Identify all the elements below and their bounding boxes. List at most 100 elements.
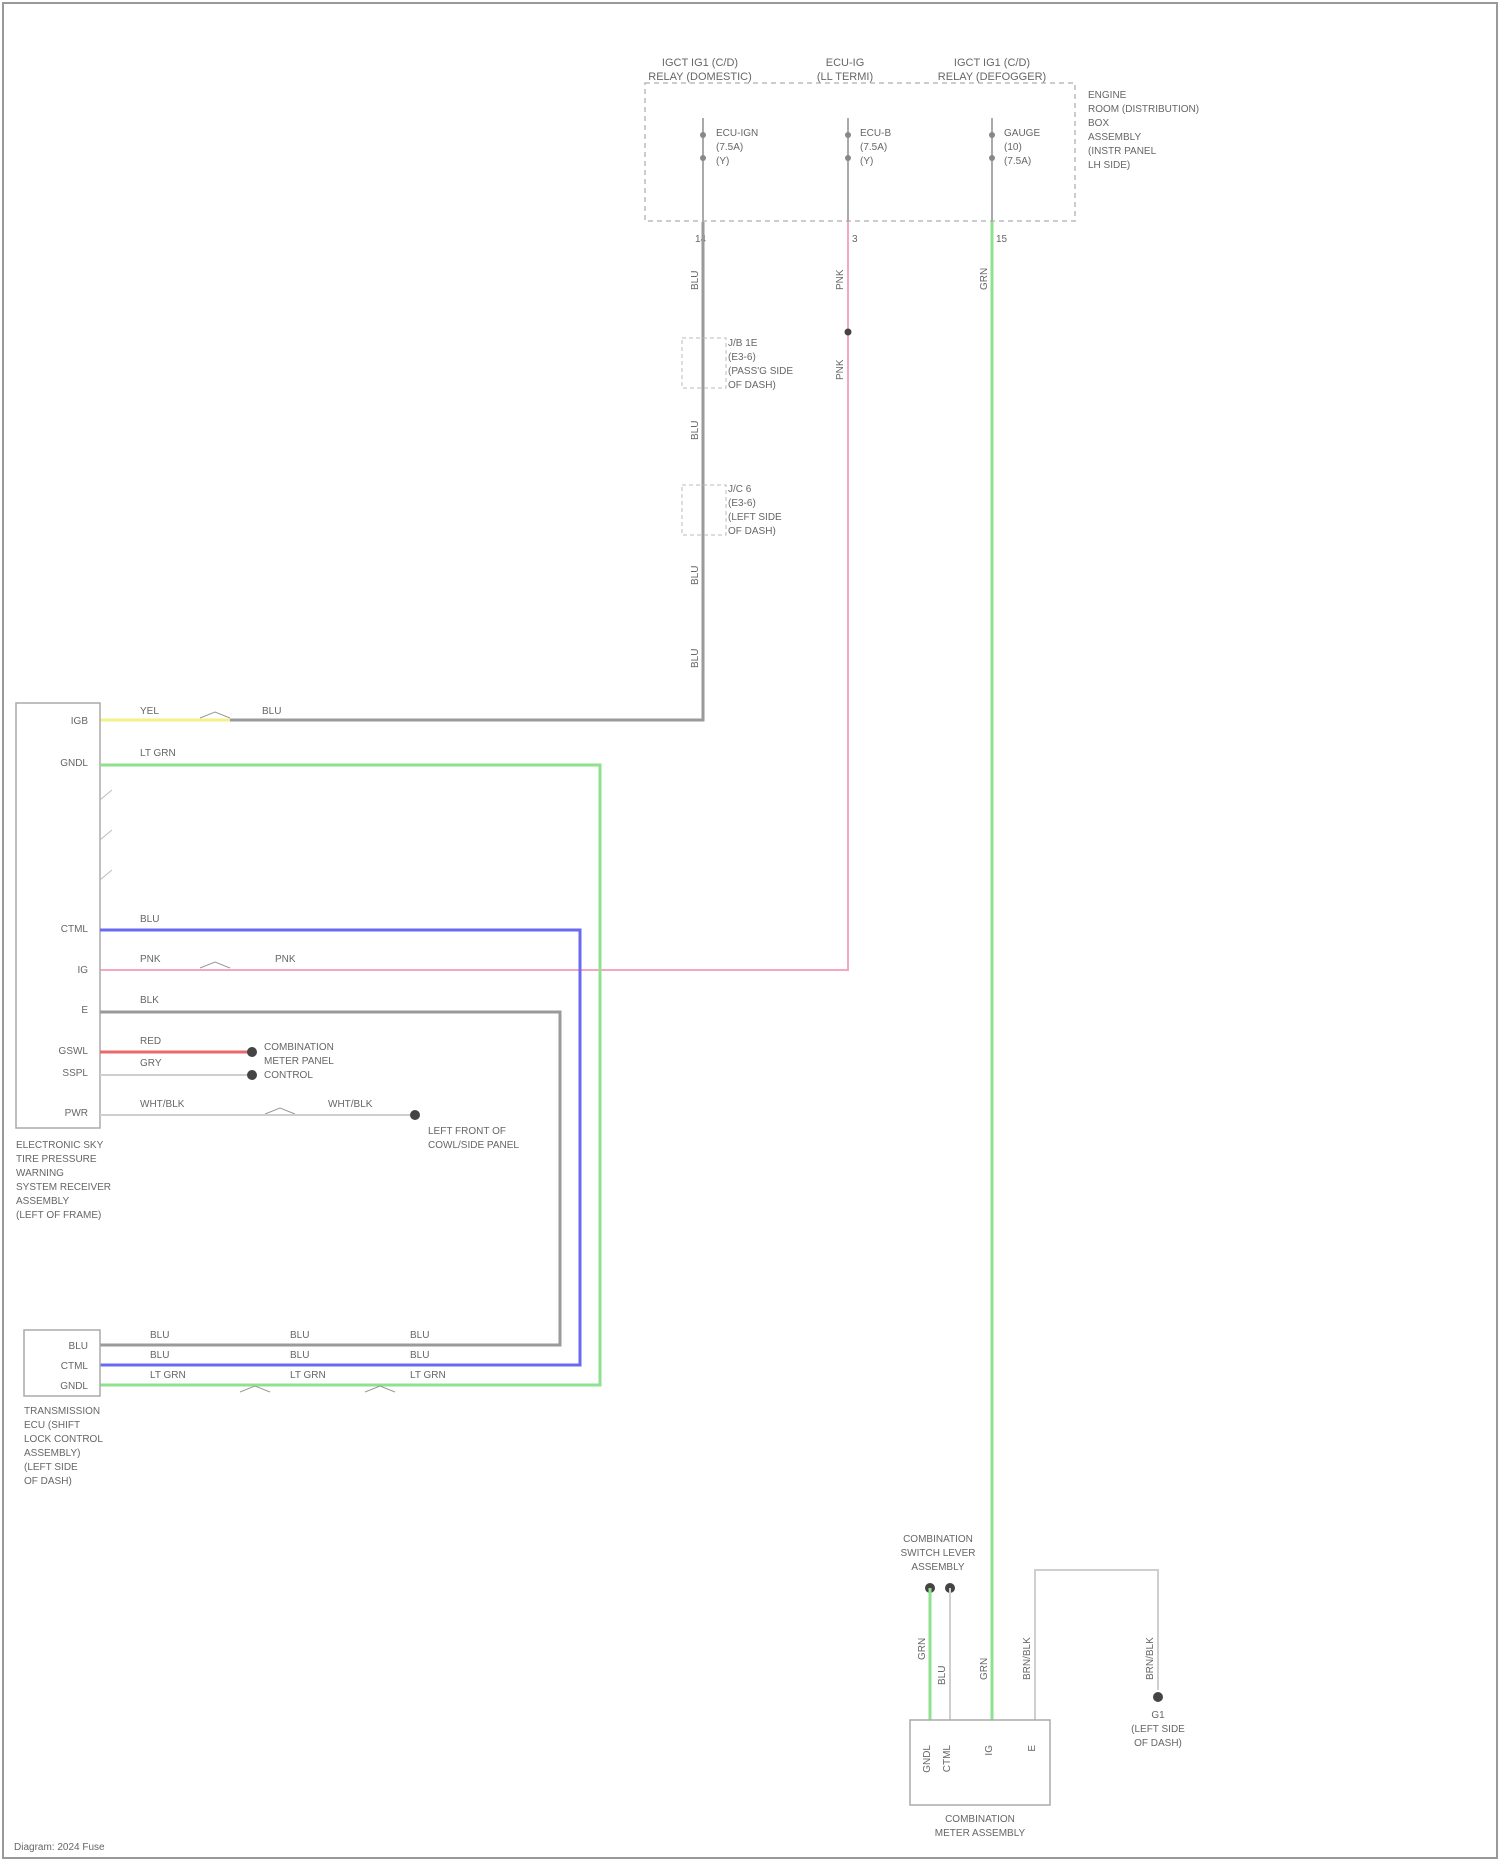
block-name-line: (INSTR PANEL <box>1088 146 1157 157</box>
fuse-2-rating: (7.5A) <box>860 142 887 153</box>
junction-1-label: J/B 1E <box>728 338 758 349</box>
fuse-3-name: GAUGE <box>1004 128 1040 139</box>
trans-name-line: LOCK CONTROL <box>24 1434 103 1445</box>
meter-wire-label: BLU <box>937 1666 948 1685</box>
module-name-line: ELECTRONIC SKY <box>16 1140 104 1151</box>
combo-switch-top-label: COMBINATION <box>903 1534 973 1545</box>
tire-pressure-receiver-module: IGB GNDL CTML IG E GSWL SSPL PWR YEL BLU… <box>16 703 519 1221</box>
trans-wire-label: LT GRN <box>150 1370 186 1381</box>
trans-wire-label: LT GRN <box>290 1370 326 1381</box>
combination-meter: COMBINATION SWITCH LEVER ASSEMBLY GRN BL… <box>900 1534 1185 1839</box>
junction-1-label: OF DASH) <box>728 380 776 391</box>
engine-room-fuse-block: IGCT IG1 (C/D) RELAY (DOMESTIC) ECU-IGN … <box>645 57 1199 245</box>
splice-dot <box>247 1047 257 1057</box>
junction-2-label: (LEFT SIDE <box>728 512 782 523</box>
fuse-2-label-a: ECU-IG <box>826 57 865 69</box>
pink-wire-splice <box>845 329 852 336</box>
ground-label: LEFT FRONT OF <box>428 1126 506 1137</box>
connector-symbol <box>200 962 230 968</box>
ground-point <box>1153 1692 1163 1702</box>
trans-wire-label: BLU <box>150 1350 169 1361</box>
junction-2-label: J/C 6 <box>728 484 752 495</box>
fuse-3-terminal <box>989 155 995 161</box>
module-name-line: WARNING <box>16 1168 64 1179</box>
meter-wire-label: BRN/BLK <box>1022 1637 1033 1680</box>
meter-wire-label: GRN <box>917 1638 928 1660</box>
junction-2-label: OF DASH) <box>728 526 776 537</box>
combo-switch-top-label: SWITCH LEVER <box>900 1548 975 1559</box>
wire-gswl-label: RED <box>140 1036 161 1047</box>
trans-wire-label: BLU <box>150 1330 169 1341</box>
fuse-3-pin: 15 <box>996 234 1008 245</box>
connector-symbol <box>240 1386 270 1392</box>
trans-wire-label: BLU <box>290 1330 309 1341</box>
green-wire-label: GRN <box>979 268 990 290</box>
fuse-3-terminal <box>989 132 995 138</box>
fuse-2-terminal <box>845 155 851 161</box>
pin-pwr: PWR <box>65 1108 88 1119</box>
wire-gndl-label: LT GRN <box>140 748 176 759</box>
unused-pin <box>100 830 112 840</box>
junction-2-label: (E3-6) <box>728 498 756 509</box>
pink-wire-label: PNK <box>835 269 846 290</box>
transmission-ecu: BLU CTML GNDL BLU BLU BLU BLU BLU BLU LT… <box>24 1330 446 1487</box>
combo-switch-label: METER PANEL <box>264 1056 334 1067</box>
fuse-3-label-a: IGCT IG1 (C/D) <box>954 57 1030 69</box>
wire-sspl-label: GRY <box>140 1058 162 1069</box>
wire-ig-label-b: PNK <box>275 954 296 965</box>
meter-pin: GNDL <box>922 1745 933 1773</box>
fuse-1-pin: 14 <box>695 234 707 245</box>
fuse-3-code: (7.5A) <box>1004 156 1031 167</box>
trans-wire-label: BLU <box>410 1350 429 1361</box>
trans-name-line: ECU (SHIFT <box>24 1420 80 1431</box>
block-name-line: ENGINE <box>1088 90 1127 101</box>
meter-pin: CTML <box>942 1745 953 1773</box>
meter-pin: E <box>1027 1745 1038 1752</box>
fuse-2-label-b: (LL TERMI) <box>817 71 873 83</box>
fuse-1-terminal <box>700 155 706 161</box>
gray-wire-igb: BLU J/B 1E (E3-6) (PASS'G SIDE OF DASH) … <box>100 222 793 720</box>
pin-igb: IGB <box>71 716 89 727</box>
trans-name-line: TRANSMISSION <box>24 1406 100 1417</box>
pin-sspl: SSPL <box>62 1068 88 1079</box>
gray-wire-label: BLU <box>690 566 701 585</box>
gray-wire-label: BLU <box>690 271 701 290</box>
right-ground-label: (LEFT SIDE <box>1131 1724 1185 1735</box>
junction-1-label: (E3-6) <box>728 352 756 363</box>
combo-switch-label: COMBINATION <box>264 1042 334 1053</box>
right-ground-label: G1 <box>1151 1710 1165 1721</box>
combo-switch-top-label: ASSEMBLY <box>911 1562 964 1573</box>
unused-pin <box>100 790 112 800</box>
module-name-line: (LEFT OF FRAME) <box>16 1210 101 1221</box>
trans-name-line: OF DASH) <box>24 1476 72 1487</box>
ground-point <box>410 1110 420 1120</box>
meter-pin: IG <box>984 1745 995 1756</box>
trans-pin: GNDL <box>60 1381 88 1392</box>
gray-wire-path <box>230 222 703 720</box>
fuse-1-name: ECU-IGN <box>716 128 758 139</box>
combo-switch-label: CONTROL <box>264 1070 313 1081</box>
pin-gndl: GNDL <box>60 758 88 769</box>
trans-wire-label: BLU <box>290 1350 309 1361</box>
footer-text: Diagram: 2024 Fuse <box>14 1842 105 1853</box>
fuse-2-name: ECU-B <box>860 128 891 139</box>
module-name-line: SYSTEM RECEIVER <box>16 1182 111 1193</box>
block-name-line: LH SIDE) <box>1088 160 1130 171</box>
fuse-1-code: (Y) <box>716 156 729 167</box>
trans-pin: BLU <box>69 1341 88 1352</box>
module-name-line: TIRE PRESSURE <box>16 1154 97 1165</box>
unused-pin <box>100 870 112 880</box>
trans-wire-label: BLU <box>410 1330 429 1341</box>
fuse-1-label-b: RELAY (DOMESTIC) <box>648 71 752 83</box>
wire-pwr-label: WHT/BLK <box>140 1099 185 1110</box>
meter-name: METER ASSEMBLY <box>935 1828 1026 1839</box>
gray-wire-label: BLU <box>690 421 701 440</box>
splice-dot <box>247 1070 257 1080</box>
fuse-1-label-a: IGCT IG1 (C/D) <box>662 57 738 69</box>
trans-name-line: ASSEMBLY) <box>24 1448 81 1459</box>
module-name-line: ASSEMBLY <box>16 1196 69 1207</box>
pin-e: E <box>81 1005 88 1016</box>
pink-wire-path <box>100 222 848 970</box>
